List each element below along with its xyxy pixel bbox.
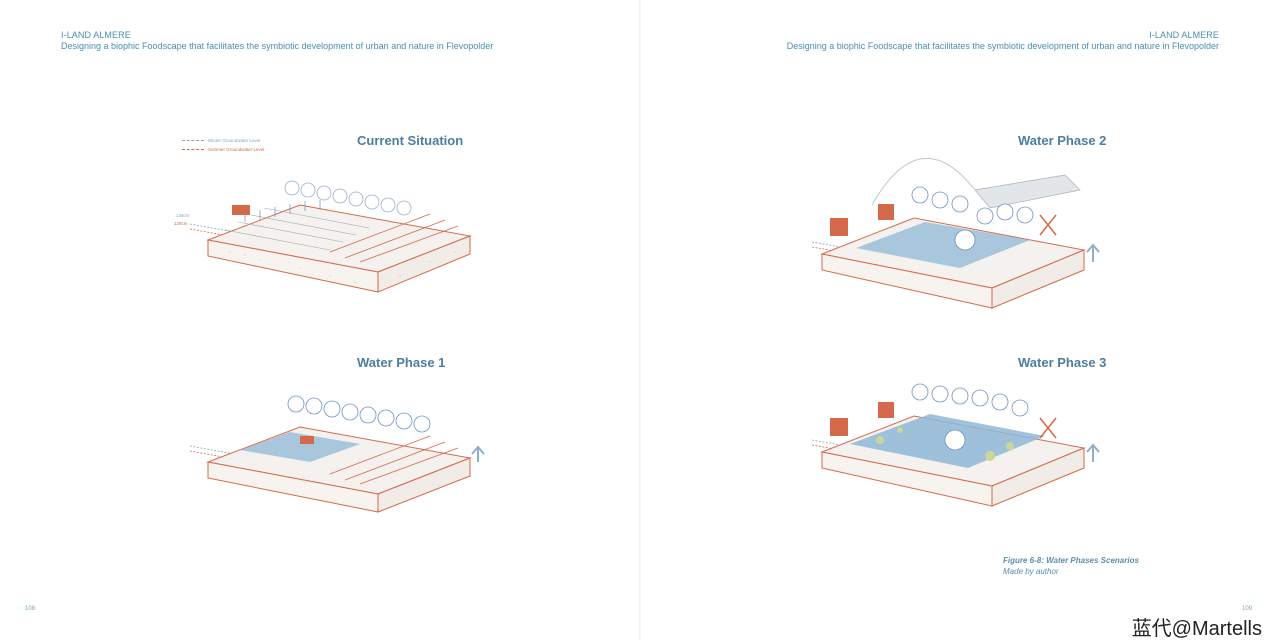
water-phase1-diagram bbox=[189, 395, 485, 513]
panel-title-phase2: Water Phase 2 bbox=[1018, 133, 1107, 148]
right-page-header: I-LAND ALMERE Designing a biophic Foodsc… bbox=[787, 30, 1219, 52]
panel-title-current: Current Situation bbox=[357, 133, 464, 148]
legend-summer: Summer Groundwater Level bbox=[182, 145, 264, 154]
rising-arrow-icon bbox=[471, 445, 485, 462]
legend-winter: Winter Groundwater Level bbox=[182, 136, 264, 145]
winter-dash-icon bbox=[182, 140, 204, 141]
figure-credit: Made by author bbox=[1003, 567, 1059, 576]
page-gutter bbox=[639, 0, 641, 640]
page-number-left: 108 bbox=[25, 606, 36, 612]
tractor-icon bbox=[232, 205, 250, 215]
page-number-right: 109 bbox=[1242, 606, 1253, 612]
legend-summer-label: Summer Groundwater Level bbox=[208, 147, 265, 152]
header-title-left: I-LAND ALMERE bbox=[61, 30, 131, 40]
rising-arrow-icon-2 bbox=[1086, 243, 1100, 262]
level-upper-label: 138cm bbox=[176, 213, 190, 218]
rising-arrow-icon-3 bbox=[1086, 443, 1100, 462]
level-lower-label: 128cm bbox=[174, 221, 188, 226]
current-situation-diagram bbox=[189, 180, 472, 293]
groundwater-legend: Winter Groundwater Level Summer Groundwa… bbox=[182, 136, 264, 154]
figure-caption: Figure 6-8: Water Phases Scenarios Made … bbox=[1003, 555, 1139, 577]
watermark: 蓝代@Martells bbox=[1131, 618, 1262, 640]
panel-title-phase3: Water Phase 3 bbox=[1018, 355, 1107, 370]
legend-winter-label: Winter Groundwater Level bbox=[208, 138, 261, 143]
panel-title-phase1: Water Phase 1 bbox=[357, 355, 446, 370]
figure-title: Figure 6-8: Water Phases Scenarios bbox=[1003, 556, 1139, 565]
left-page-header: I-LAND ALMERE Designing a biophic Foodsc… bbox=[61, 30, 493, 52]
windmill-icon bbox=[1039, 214, 1057, 236]
header-title-right: I-LAND ALMERE bbox=[1149, 30, 1219, 40]
house-icon bbox=[830, 218, 848, 236]
header-subtitle-left: Designing a biophic Foodscape that facil… bbox=[61, 41, 494, 51]
summer-dash-icon bbox=[182, 149, 204, 150]
header-subtitle-right: Designing a biophic Foodscape that facil… bbox=[786, 41, 1219, 51]
